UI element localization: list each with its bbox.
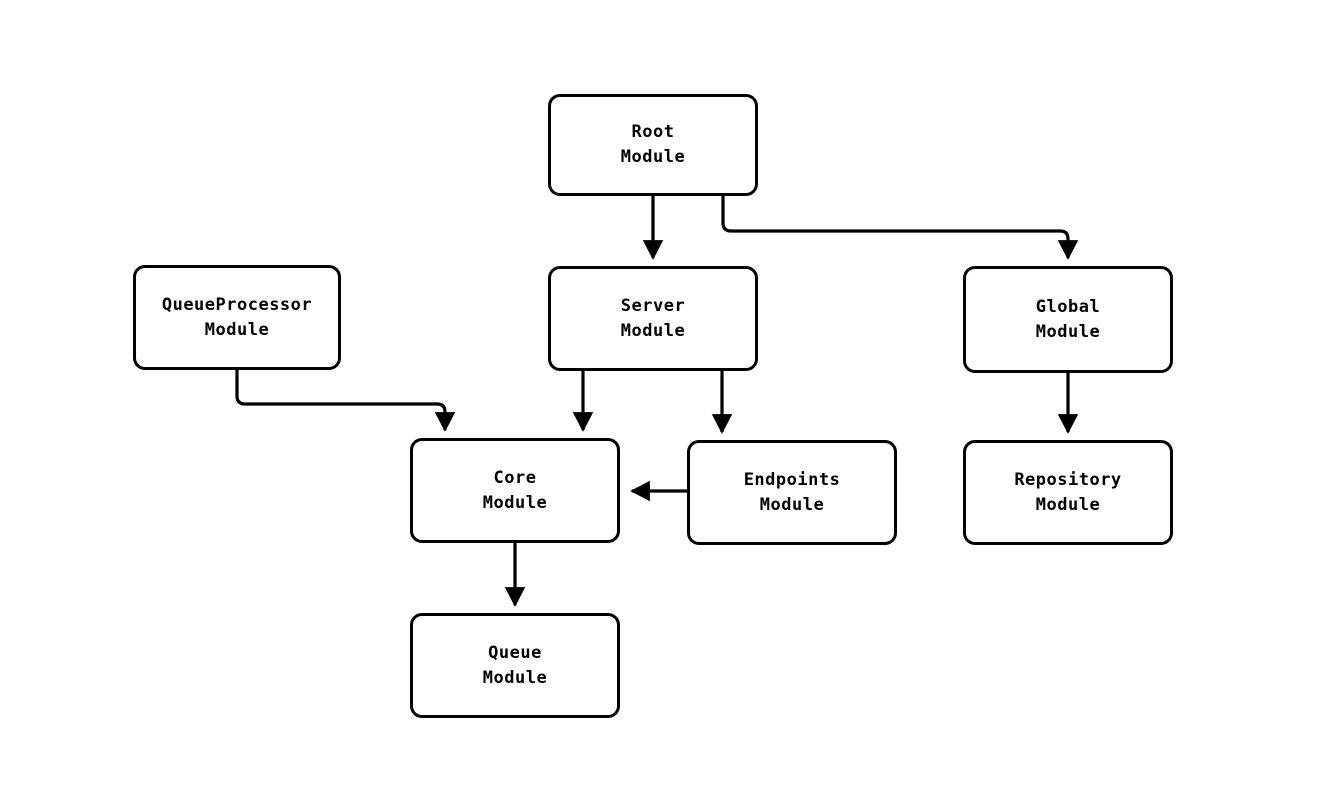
node-repository-module[interactable]: Repository Module	[963, 440, 1173, 545]
node-queue-module-suffix: Module	[482, 667, 548, 688]
node-repository-module-name: Repository	[1014, 469, 1122, 490]
node-queueprocessor-module-name: QueueProcessor	[161, 294, 313, 315]
node-endpoints-module-suffix: Module	[759, 494, 825, 515]
node-server-module-name: Server	[620, 295, 686, 316]
edge-queueprocessor-to-core	[235, 370, 456, 432]
node-root-module-name: Root	[631, 122, 675, 143]
node-endpoints-module[interactable]: Endpoints Module	[687, 440, 897, 545]
node-server-module-suffix: Module	[620, 320, 686, 341]
node-repository-module-suffix: Module	[1035, 494, 1101, 515]
edge-root-to-global	[721, 196, 1079, 260]
node-queue-module-name: Queue	[488, 642, 542, 663]
node-queueprocessor-module-suffix: Module	[204, 319, 270, 340]
node-global-module-suffix: Module	[1035, 321, 1101, 342]
node-endpoints-module-name: Endpoints	[743, 469, 841, 490]
node-core-module-suffix: Module	[482, 492, 548, 513]
node-core-module-name: Core	[493, 467, 537, 488]
node-root-module-suffix: Module	[620, 147, 686, 167]
node-core-module[interactable]: Core Module	[410, 438, 620, 543]
node-global-module-name: Global	[1035, 296, 1101, 317]
node-server-module[interactable]: Server Module	[548, 266, 758, 371]
node-root-module[interactable]: Root Module	[548, 94, 758, 196]
node-global-module[interactable]: Global Module	[963, 266, 1173, 373]
node-queue-module[interactable]: Queue Module	[410, 613, 620, 718]
node-queueprocessor-module[interactable]: QueueProcessor Module	[133, 265, 341, 370]
